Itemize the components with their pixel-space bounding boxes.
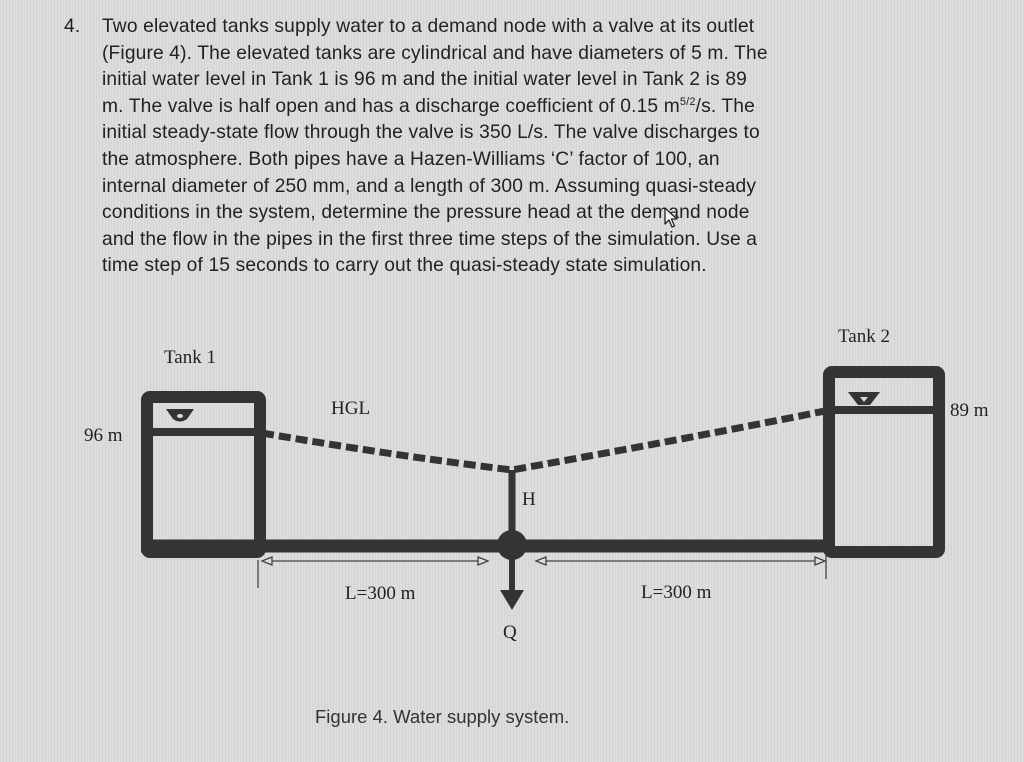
problem-line-5: initial steady-state flow through the va… xyxy=(102,122,760,144)
dim-arrow-icon xyxy=(477,556,490,566)
problem-line-1: Two elevated tanks supply water to a dem… xyxy=(102,16,755,37)
problem-line-10: time step of 15 seconds to carry out the… xyxy=(102,255,707,277)
problem-line-4: m. The valve is half open and has a disc… xyxy=(102,94,1004,121)
hgl-label: HGL xyxy=(331,398,371,419)
tank-2-label: Tank 2 xyxy=(838,326,890,347)
demand-label: Q xyxy=(503,622,517,643)
problem-line-8: conditions in the system, determine the … xyxy=(102,202,750,224)
problem-line-3: initial water level in Tank 1 is 96 m an… xyxy=(102,69,747,91)
tank-1 xyxy=(141,391,266,558)
water-surface-triangle-icon xyxy=(166,392,880,422)
pipe-1-length-label: L=300 m xyxy=(345,583,416,604)
tank-2-level-label: 89 m xyxy=(950,400,989,421)
junction-node xyxy=(497,530,527,560)
dim-arrow-icon xyxy=(260,556,273,566)
problem-line-9: and the flow in the pipes in the first t… xyxy=(102,228,758,250)
problem-line-7: internal diameter of 250 mm, and a lengt… xyxy=(102,175,757,197)
tank-1-level-label: 96 m xyxy=(84,425,123,446)
problem-line-2: (Figure 4). The elevated tanks are cylin… xyxy=(102,42,768,64)
problem-number: 4. xyxy=(64,16,81,37)
head-label: H xyxy=(522,489,536,510)
dim-arrow-icon xyxy=(814,556,827,566)
tank-2 xyxy=(823,366,945,558)
problem-line-4-text: m. The valve is half open and has a disc… xyxy=(102,95,680,117)
problem-line-4-tail: /s. The xyxy=(695,95,755,117)
tank-1-label: Tank 1 xyxy=(164,347,216,368)
unit-exponent: 5/2 xyxy=(679,95,696,108)
pipe-2-length-label: L=300 m xyxy=(641,582,712,603)
problem-statement: 4. Two elevated tanks supply water to a … xyxy=(64,14,1004,280)
dim-arrow-icon xyxy=(534,556,547,566)
demand-arrow-icon xyxy=(500,590,524,610)
problem-body: Two elevated tanks supply water to a dem… xyxy=(64,14,1004,280)
figure-caption: Figure 4. Water supply system. xyxy=(315,706,570,727)
mouse-pointer-icon xyxy=(664,207,678,228)
problem-line-6: the atmosphere. Both pipes have a Hazen-… xyxy=(102,148,720,170)
